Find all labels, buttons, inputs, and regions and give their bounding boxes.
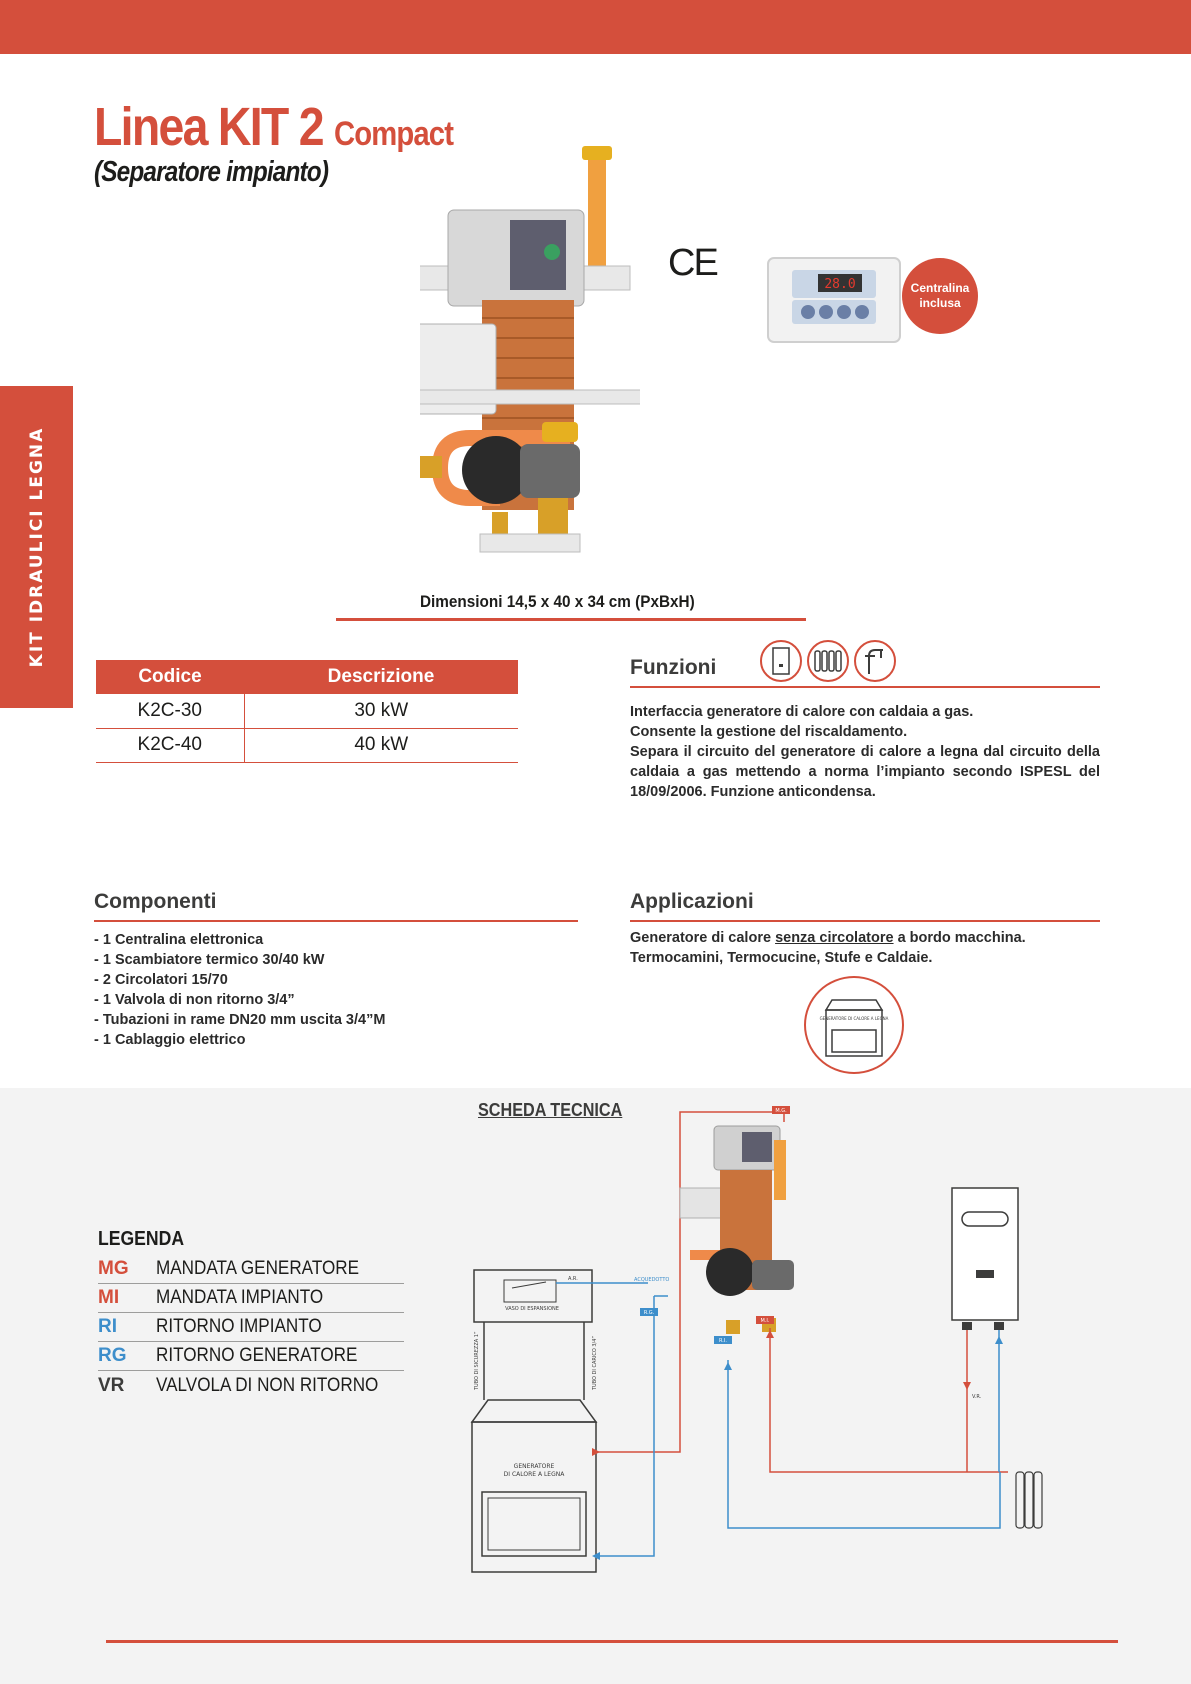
controller-display: 28.0 [824,277,855,292]
included-badge: Centralina inclusa [902,258,978,334]
section-tab-label: KIT IDRAULICI LEGNA [26,426,47,668]
expansion-tank-label: VASO DI ESPANSIONE [505,1306,559,1312]
column-header: Codice [96,660,244,694]
page-subtitle: (Separatore impianto) [94,156,329,188]
section-tab: KIT IDRAULICI LEGNA [0,386,73,708]
list-item: - Tubazioni in rame DN20 mm uscita 3/4”M [94,1012,386,1028]
rg-tag: R.G. [644,1310,655,1316]
page-title: Linea KIT 2 Compact [94,96,454,158]
table-header-row: Codice Descrizione [96,660,518,694]
legend-title: LEGENDA [98,1228,185,1250]
expansion-tank [473,1269,593,1323]
wood-generator [471,1421,597,1573]
componenti-rule [94,920,578,922]
legend-desc: RITORNO IMPIANTO [156,1316,322,1337]
legend-row: VR VALVOLA DI NON RITORNO [98,1371,404,1400]
column-header: Descrizione [244,660,518,694]
title-main: Linea KIT 2 [94,97,335,157]
dimensions: Dimensioni 14,5 x 40 x 34 cm (PxBxH) [420,592,695,611]
mi-pipe [769,1328,1008,1473]
boiler-icon [760,640,802,682]
legend-desc: RITORNO GENERATORE [156,1345,358,1366]
kit-pump-bottom [706,1248,754,1296]
legend-code: VR [98,1374,125,1396]
footer-rule [106,1640,1118,1643]
generator-label: DI CALORE A LEGNA [504,1471,566,1478]
legend-code: RI [98,1316,117,1337]
applicazioni-line: Generatore di calore senza circolatore a… [630,928,1090,948]
product-image [420,146,640,553]
generator-hood [470,1399,598,1423]
ri-pipe [727,1360,1001,1529]
legend-code: RG [98,1345,127,1366]
mi-tag: M.I. [761,1318,770,1324]
legend-code: MI [98,1287,120,1308]
list-item: - 1 Centralina elettronica [94,932,264,948]
expansion-vessel [503,1279,557,1303]
componenti-heading: Componenti [94,890,217,913]
legend-row: RG RITORNO GENERATORE [98,1342,404,1371]
funzioni-text: Interfaccia generatore di calore con cal… [630,702,1100,802]
list-item: - 2 Circolatori 15/70 [94,972,228,988]
applicazioni-rule [630,920,1100,922]
applicazioni-text-pre: Generatore di calore [630,930,776,946]
generator-label: GENERATORE [514,1463,555,1470]
funzioni-line: Separa il circuito del generatore di cal… [630,744,1100,800]
funzioni-line: Consente la gestione del riscaldamento. [630,724,908,740]
ce-mark: CE [668,242,719,284]
applicazioni-text-emphasis: senza circolatore [775,930,894,946]
code-table: Codice Descrizione K2C-30 30 kW K2C-40 4… [96,660,518,763]
list-item: - 1 Cablaggio elettrico [94,1032,246,1048]
legend-row: MG MANDATA GENERATORE [98,1255,404,1284]
legend-row: RI RITORNO IMPIANTO [98,1313,404,1342]
legend-row: MI MANDATA IMPIANTO [98,1284,404,1313]
tech-title: SCHEDA TECNICA [478,1100,623,1120]
tap-icon [854,640,896,682]
componenti-list: - 1 Centralina elettronica - 1 Scambiato… [94,930,385,1050]
header-bar [0,0,1191,54]
rg-pipe [596,1296,655,1557]
legend-code: MG [98,1258,129,1279]
gas-boiler [951,1187,1019,1321]
radiator-icon [807,640,849,682]
legend-desc: MANDATA IMPIANTO [156,1287,324,1308]
mg-pipe [596,1111,785,1453]
vent-label: A.R. [568,1276,578,1282]
applicazioni-line: Termocamini, Termocucine, Stufe e Caldai… [630,950,933,966]
generator-door [481,1491,587,1557]
legend: LEGENDA MG MANDATA GENERATORE MI MANDATA… [98,1228,404,1400]
funzioni-line: Interfaccia generatore di calore con cal… [630,704,974,720]
ri-tag: R.I. [719,1338,727,1344]
table-cell: 40 kW [244,728,518,763]
applicazioni-text: Generatore di calore senza circolatore a… [630,928,1090,968]
vr-tag: V.R. [972,1394,982,1400]
legend-desc: VALVOLA DI NON RITORNO [156,1374,379,1396]
fireplace-label: GENERATORE DI CALORE A LEGNA [820,1016,889,1021]
safety-pipe-label: TUBO DI SICUREZZA 1” [474,1331,480,1391]
controller-image: 28.0 [767,257,901,343]
radiator-icon [1015,1471,1043,1529]
fireplace-icon: GENERATORE DI CALORE A LEGNA [804,976,904,1074]
water-supply-label: ACQUEDOTTO [634,1277,669,1283]
hydraulic-diagram: VASO DI ESPANSIONE A.R. ACQUEDOTTO TUBO … [470,1106,1043,1573]
legend-desc: MANDATA GENERATORE [156,1258,360,1279]
funzioni-rule [630,686,1100,688]
generator-glass [487,1497,581,1551]
mg-tag: M.G. [775,1108,787,1114]
title-suffix: Compact [334,115,454,153]
table-row: K2C-40 40 kW [96,728,518,763]
fill-pipe-label: TUBO DI CARICO 3/4” [592,1336,598,1391]
table-cell: 30 kW [244,694,518,729]
applicazioni-text-post: a bordo macchina. [893,930,1026,946]
list-item: - 1 Valvola di non ritorno 3/4” [94,992,295,1008]
dimensions-rule [336,618,806,621]
table-row: K2C-30 30 kW [96,694,518,729]
table-cell: K2C-40 [96,728,245,763]
funzioni-icons [760,640,896,682]
funzioni-heading: Funzioni [630,656,717,679]
list-item: - 1 Scambiatore termico 30/40 kW [94,952,325,968]
table-cell: K2C-30 [96,694,245,729]
applicazioni-heading: Applicazioni [630,890,754,913]
